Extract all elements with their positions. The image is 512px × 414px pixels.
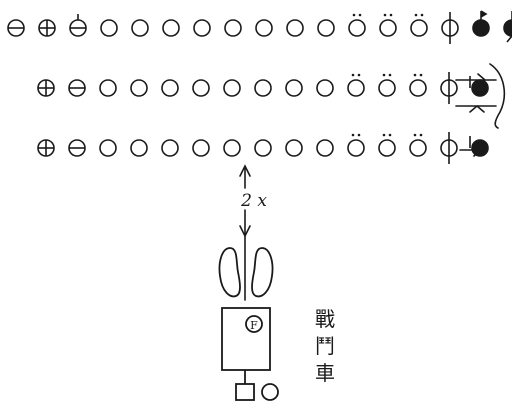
symbol-circle: [224, 140, 240, 156]
formation-row-2: [38, 72, 488, 104]
symbol-circle-minus: [69, 80, 85, 96]
symbol-circle: [100, 140, 116, 156]
symbol-circle-bar: [442, 12, 458, 44]
distance-label: 2 x: [240, 191, 267, 211]
symbol-circle: [162, 140, 178, 156]
symbol-circle: [131, 80, 147, 96]
symbol-circle-dots: [349, 14, 365, 36]
footprint-left: [219, 248, 240, 296]
symbol-circle-dots: [348, 134, 364, 156]
symbol-circle-dots: [410, 134, 426, 156]
symbol-flag-filled-arrow: [504, 11, 512, 42]
symbol-circle-dots: [380, 14, 396, 36]
vehicle-label-char: 戰: [315, 307, 335, 331]
symbol-circle: [286, 140, 302, 156]
symbol-circle: [224, 80, 240, 96]
symbol-circle: [163, 20, 179, 36]
symbol-circle-flag: [70, 14, 86, 36]
symbol-circle: [193, 140, 209, 156]
symbol-circle: [255, 140, 271, 156]
vehicle-label: 戰 鬥 車: [315, 307, 335, 385]
symbol-circle-bar: [441, 132, 457, 164]
symbol-circle-minus: [69, 140, 85, 156]
symbol-circle: [255, 80, 271, 96]
symbol-circle: [286, 80, 302, 96]
symbol-flag-filled: [473, 11, 489, 36]
vehicle-marker: F: [250, 319, 258, 332]
flank-bracket: [490, 64, 504, 128]
symbol-circle-dots: [379, 74, 395, 96]
vehicle-label-char: 鬥: [315, 334, 335, 358]
flank-mark-lower: [456, 106, 496, 112]
symbol-circle-dots: [348, 74, 364, 96]
formation-row-3: [38, 132, 488, 164]
symbol-circle-plus: [38, 140, 54, 156]
formation-row-1: [8, 11, 512, 44]
symbol-circle-minus: [8, 20, 24, 36]
symbol-circle-dots: [411, 14, 427, 36]
symbol-circle-filled: [470, 136, 488, 156]
symbol-circle: [101, 20, 117, 36]
symbol-circle: [194, 20, 210, 36]
vehicle-box: [236, 384, 254, 400]
symbol-circle-dots: [379, 134, 395, 156]
symbol-circle: [131, 140, 147, 156]
symbol-circle: [100, 80, 116, 96]
formation-rows: [8, 11, 512, 164]
symbol-circle: [162, 80, 178, 96]
symbol-circle: [193, 80, 209, 96]
symbol-circle: [317, 80, 333, 96]
symbol-circle: [256, 20, 272, 36]
vehicle-body: [222, 308, 270, 370]
symbol-circle: [287, 20, 303, 36]
symbol-circle: [225, 20, 241, 36]
footprints: [219, 248, 272, 296]
footprint-right: [252, 248, 273, 296]
vehicle-label-char: 車: [315, 361, 335, 385]
vehicle-wheel: [262, 384, 278, 400]
symbol-circle: [317, 140, 333, 156]
symbol-circle-plus: [39, 20, 55, 36]
symbol-circle: [132, 20, 148, 36]
symbol-circle-plus: [38, 80, 54, 96]
symbol-circle-bar: [441, 72, 457, 104]
distance-arrow: [240, 166, 250, 300]
symbol-circle-dots: [410, 74, 426, 96]
symbol-circle: [318, 20, 334, 36]
